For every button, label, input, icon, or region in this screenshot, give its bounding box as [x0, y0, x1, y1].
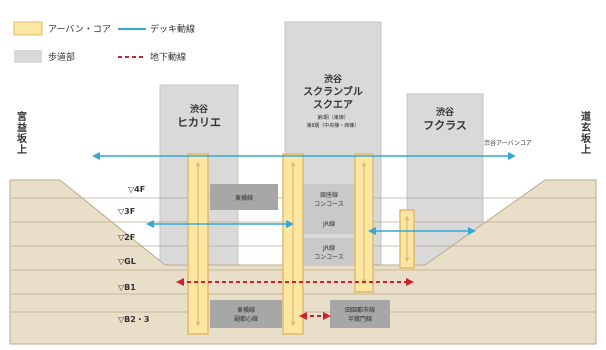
side-left-char: 益: [17, 121, 27, 134]
side-right-char: 道: [581, 110, 591, 123]
box-b2-right-label: 田園都市線: [345, 306, 375, 314]
side-right-char: 上: [581, 143, 591, 156]
level-b2-3: ▽B2・3: [118, 315, 149, 324]
deck-lines: [92, 152, 516, 235]
legend: アーバン・コア デッキ動線 歩道部 地下動線: [13, 21, 195, 63]
legend-existing-swatch: [14, 50, 42, 63]
box-b2-right: [330, 300, 390, 328]
side-left-char: 宮: [17, 110, 27, 123]
box-gl-concourse: [300, 238, 358, 266]
legend-underground-label: 地下動線: [150, 51, 186, 63]
hikarie-label-1: 渋谷: [190, 103, 209, 115]
scramble-label-1: 渋谷: [324, 73, 343, 85]
level-labels: ▽4F ▽3F ▽2F ▽GL ▽B1 ▽B2・3: [118, 185, 149, 324]
box-gl-concourse-label-2: コンコース: [314, 254, 344, 261]
legend-existing-label: 歩道部: [48, 51, 75, 63]
level-3f: ▽3F: [118, 207, 135, 216]
box-b2-left-label: 東横線: [237, 306, 255, 314]
legend-deck-label: デッキ動線: [150, 23, 195, 35]
box-b2-left-label-2: 副都心線: [234, 315, 258, 323]
box-3f-concourse: [300, 184, 358, 214]
hikarie-label-2: ヒカリエ: [177, 116, 221, 129]
legend-core-label: アーバン・コア: [48, 24, 111, 35]
vertical-circulation: [195, 161, 410, 327]
box-3f-left-label: 東横線: [235, 194, 253, 202]
box-3f-concourse-label-2: コンコース: [314, 201, 344, 208]
box-gl-concourse-label: JR線: [322, 244, 335, 252]
underground-lines: [176, 278, 414, 320]
fukuras-label-1: 渋谷: [436, 106, 455, 118]
urban-core-link-label: 渋谷アーバンコア: [484, 139, 532, 147]
box-3f-concourse-label: 銀座線: [320, 191, 338, 199]
box-2f-jr: [300, 214, 358, 234]
box-2f-jr-label: JR線: [322, 220, 335, 228]
level-4f: ▽4F: [128, 185, 145, 194]
scramble-label-3: スクエア: [313, 99, 353, 111]
scramble-label-2: スクランブル: [303, 85, 363, 98]
side-right-char: 坂: [581, 132, 592, 145]
box-b2-left: [210, 300, 282, 328]
level-2f: ▽2F: [118, 233, 135, 242]
legend-core-swatch: [13, 21, 43, 36]
level-b1: ▽B1: [118, 283, 136, 292]
facility-boxes: 東横線 銀座線 コンコース JR線 JR線 コンコース 東横線 副都心線 田園都…: [210, 184, 390, 328]
level-gl: ▽GL: [118, 257, 136, 266]
box-b2-right-label-2: 半蔵門線: [348, 315, 372, 323]
side-left-char: 上: [17, 143, 27, 156]
box-3f-left: [210, 184, 278, 210]
ground-section: [9, 179, 597, 345]
building-labels: 渋谷 ヒカリエ 渋谷 スクランブル スクエア 第Ⅰ期（東棟） 第Ⅱ期（中央棟・西…: [177, 73, 467, 132]
scramble-sub-2: 第Ⅱ期（中央棟・西棟）: [307, 122, 359, 129]
side-left-char: 坂: [17, 132, 28, 145]
fukuras-label-2: フクラス: [423, 119, 467, 132]
side-right-char: 玄: [581, 121, 591, 134]
scramble-sub-1: 第Ⅰ期（東棟）: [317, 114, 348, 121]
